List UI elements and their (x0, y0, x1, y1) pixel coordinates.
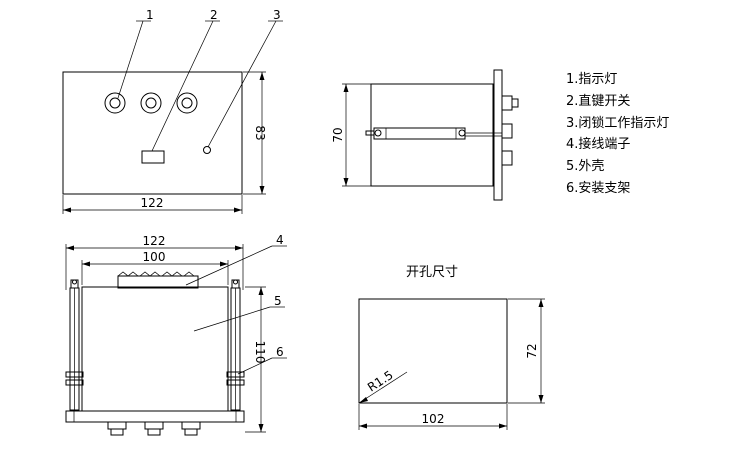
front-height-label: 83 (253, 125, 267, 140)
push-switch (141, 150, 165, 164)
legend-item-2: 2.直键开关 (566, 94, 630, 109)
cutout-height-label: 72 (525, 343, 539, 358)
legend-item-5: 5.外壳 (566, 159, 604, 174)
leader-2 (151, 20, 214, 152)
legend-item-1: 1.指示灯 (566, 72, 617, 87)
housing (81, 286, 229, 412)
top-view: 122 100 (65, 233, 287, 436)
legend: 1.指示灯 2.直键开关 3.闭锁工作指示灯 4.接线端子 5.外壳 6.安装支… (566, 72, 669, 196)
indicator-lamp (104, 92, 126, 114)
cutout-radius-label: R1.5 (365, 368, 396, 395)
cutout-view: 开孔尺寸 R1.5 102 72 (358, 265, 545, 430)
leader-1 (117, 20, 144, 99)
lamp-knob (144, 421, 164, 436)
cutout-width-label: 102 (422, 412, 445, 426)
side-view: 70 (331, 69, 519, 201)
side-body (370, 83, 494, 187)
lamp-knob (107, 421, 127, 436)
callout-5: 5 (274, 294, 282, 308)
mounting-bracket-left (65, 279, 84, 411)
legend-item-4: 4.接线端子 (566, 136, 630, 152)
side-flange (493, 69, 503, 201)
cutout-title: 开孔尺寸 (406, 265, 458, 280)
front-plate (65, 410, 245, 423)
cutout-rect (358, 298, 508, 404)
mounting-bracket-right (226, 279, 245, 411)
front-view: 1 2 3 122 83 (62, 8, 283, 214)
callout-2: 2 (210, 8, 218, 22)
front-width-label: 122 (141, 196, 164, 210)
callout-1: 1 (146, 8, 154, 22)
leader-3 (207, 20, 277, 148)
legend-item-6: 6.安装支架 (566, 181, 630, 196)
indicator-lamp (176, 92, 198, 114)
callout-4: 4 (276, 233, 284, 247)
terminal-block (373, 127, 466, 140)
front-panel (62, 71, 243, 195)
top-outer-label: 122 (143, 234, 166, 248)
top-height-label: 110 (253, 341, 267, 364)
side-height-label: 70 (331, 127, 345, 142)
lamp-knob (181, 421, 201, 436)
legend-item-3: 3.闭锁工作指示灯 (566, 115, 669, 131)
terminal-strip (117, 275, 199, 289)
indicator-lamp (140, 92, 162, 114)
lock-indicator-lamp (203, 146, 211, 154)
top-inner-label: 100 (143, 250, 166, 264)
callout-6: 6 (276, 345, 284, 359)
callout-3: 3 (273, 8, 281, 22)
